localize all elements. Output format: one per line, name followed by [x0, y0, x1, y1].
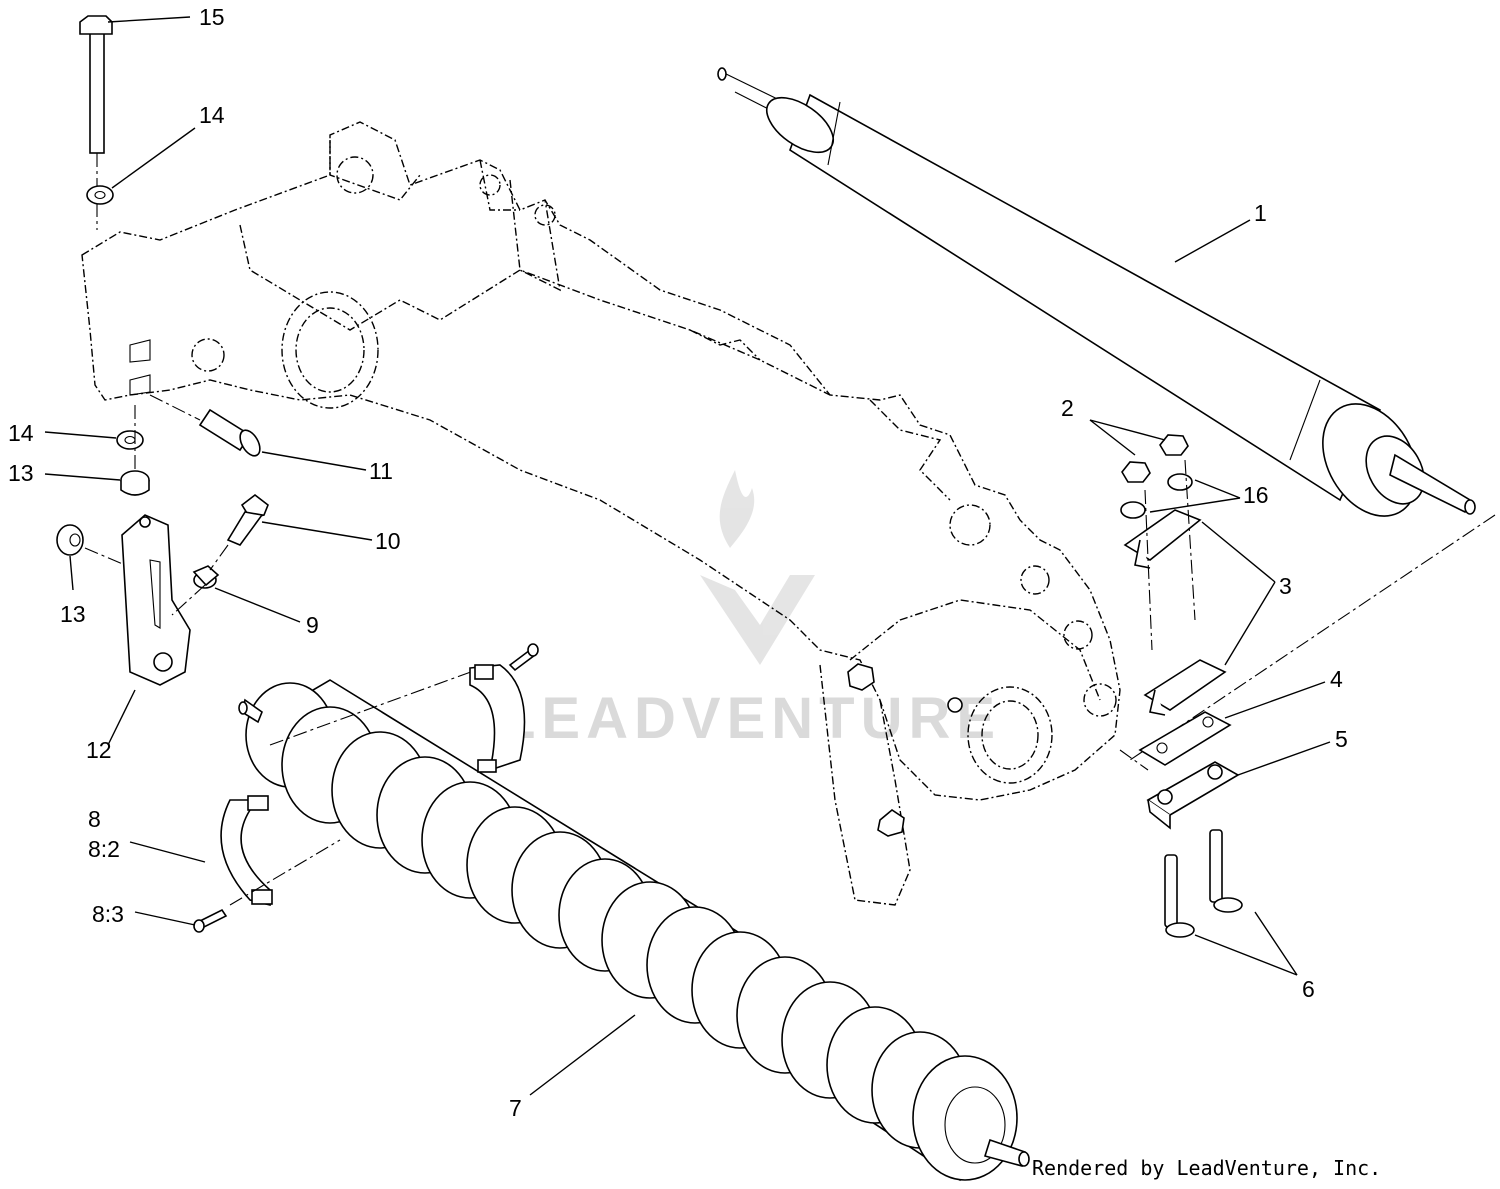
callout-13-upper: 13	[8, 460, 34, 486]
render-credit: Rendered by LeadVenture, Inc.	[1032, 1156, 1381, 1180]
callout-5: 5	[1335, 726, 1348, 752]
bracket-item-12	[121, 514, 191, 686]
washer-item-14-upper	[86, 185, 114, 205]
callout-16: 16	[1243, 482, 1269, 508]
clamp-item-5	[1146, 761, 1240, 830]
screw-item-6-right	[1209, 829, 1243, 913]
bearing-half-item-8-upper	[469, 664, 526, 773]
cutting-unit-frame	[81, 121, 1121, 906]
scraper-plate-item-3-upper	[1123, 509, 1202, 569]
bolt-item-10	[226, 493, 269, 546]
callout-leaders	[44, 16, 1331, 1096]
callout-7: 7	[509, 1095, 522, 1121]
callout-8-3: 8:3	[92, 901, 124, 927]
callout-2: 2	[1061, 395, 1074, 421]
callout-13-lower: 13	[60, 601, 86, 627]
callout-3: 3	[1279, 573, 1292, 599]
washer-item-14-lower	[116, 430, 144, 450]
pin-item-11	[149, 394, 261, 457]
callout-4: 4	[1330, 666, 1343, 692]
nut-item-9	[192, 565, 220, 589]
flange-nut-item-2-right	[1159, 434, 1189, 456]
callout-15: 15	[199, 4, 225, 30]
callout-14-lower: 14	[8, 420, 34, 446]
watermark-text: LEADVENTURE	[500, 686, 1001, 751]
leadventure-watermark: LEADVENTURE	[500, 470, 1001, 751]
callout-8-2: 8:2	[88, 836, 120, 862]
callout-8: 8	[88, 806, 101, 832]
callout-10: 10	[375, 528, 401, 554]
callout-labels: 1 2 16 3 4 5 6 7 8 8:2 8:3 9 10 11 12 13…	[8, 4, 1348, 1121]
screw-item-6-left	[1164, 854, 1195, 938]
scraper-plate-item-3-lower	[1143, 659, 1227, 716]
callout-11: 11	[369, 458, 393, 484]
callout-9: 9	[306, 612, 319, 638]
bearing-screw-item-8-3	[193, 908, 228, 933]
bearing-half-item-8-lower	[220, 795, 273, 907]
nut-item-13-upper	[120, 470, 150, 496]
callout-1: 1	[1254, 200, 1267, 226]
flange-nut-item-2-left	[1121, 461, 1151, 483]
rear-roller	[238, 664, 1030, 1182]
plate-item-4	[1138, 711, 1232, 766]
callout-14-upper: 14	[199, 102, 225, 128]
callout-12: 12	[86, 737, 112, 763]
bearing-screw-upper	[508, 643, 539, 672]
callout-6: 6	[1302, 976, 1315, 1002]
washer-item-16-left	[1120, 501, 1146, 519]
front-roller	[717, 67, 1496, 761]
washer-item-16-right	[1167, 473, 1193, 491]
nut-item-13-side	[56, 524, 84, 556]
